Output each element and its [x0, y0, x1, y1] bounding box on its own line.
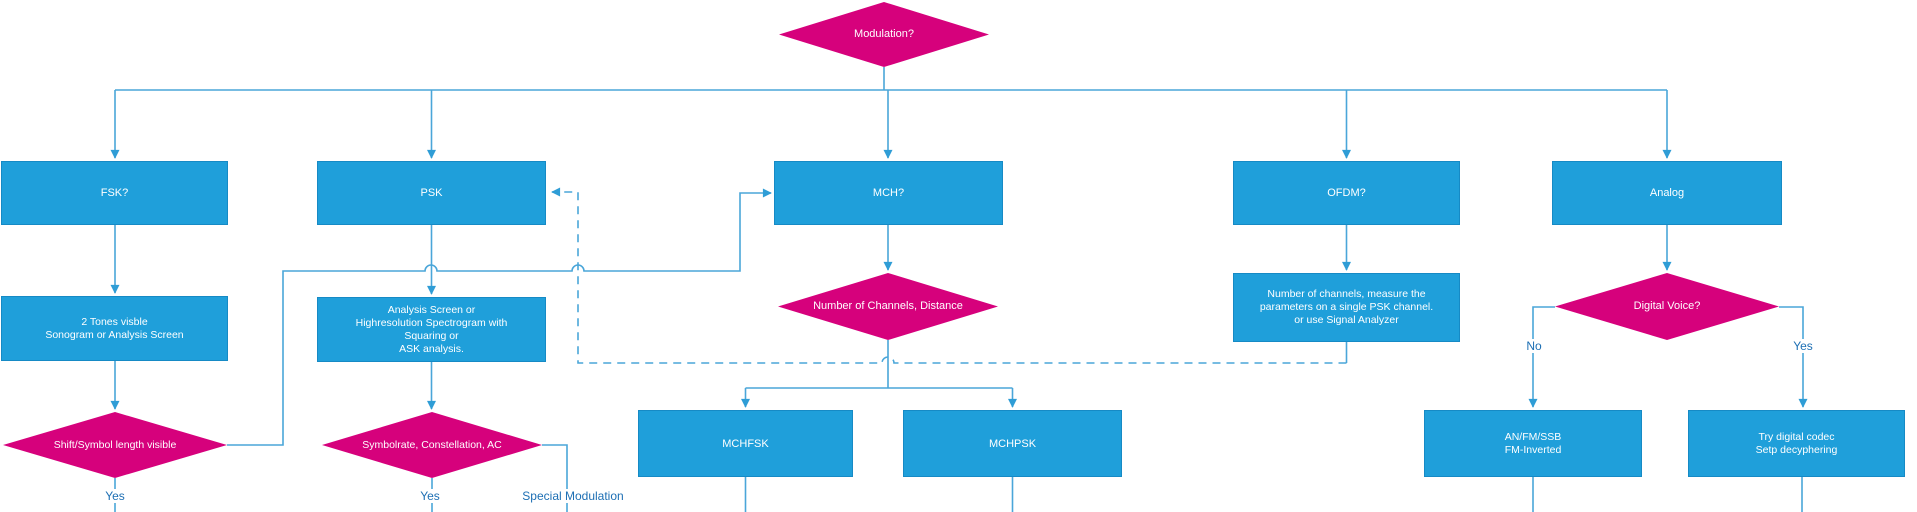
process-ofdm-label: OFDM? — [1327, 187, 1366, 199]
edge-ofdm-info-to-psk-dashed — [551, 187, 1347, 364]
process-ofdm-measure: Number of channels, measure the paramete… — [1233, 273, 1460, 342]
process-mchfsk-label: MCHFSK — [722, 437, 769, 450]
process-mchpsk-label: MCHPSK — [988, 437, 1037, 450]
edge-shift-to-mch — [227, 188, 772, 446]
process-mchfsk: MCHFSK — [638, 410, 853, 477]
edge-label-digital-voice-yes: Yes — [1790, 339, 1816, 353]
process-analog-label: Analog — [1649, 187, 1685, 199]
process-analog: Analog — [1552, 161, 1782, 225]
process-an-fm-ssb-label: AN/FM/SSB FM-Inverted — [1504, 430, 1562, 456]
process-two-tones: 2 Tones visble Sonogram or Analysis Scre… — [1, 296, 228, 361]
process-psk-analysis-label: Analysis Screen or Highresolution Spectr… — [355, 303, 508, 355]
process-mch-label: MCH? — [872, 187, 905, 199]
process-an-fm-ssb: AN/FM/SSB FM-Inverted — [1424, 410, 1642, 477]
edge-label-special-modulation: Special Modulation — [519, 489, 627, 503]
process-mchpsk: MCHPSK — [903, 410, 1122, 477]
edge-dv-yes-to-codec — [1779, 306, 1808, 408]
process-ofdm-measure-label: Number of channels, measure the paramete… — [1259, 288, 1434, 326]
process-mch: MCH? — [774, 161, 1003, 225]
decision-symbolrate-constellation-label: Symbolrate, Constellation, AC — [362, 438, 502, 451]
process-fsk-label: FSK? — [100, 187, 129, 199]
edge-dv-no-to-anfm — [1528, 306, 1555, 408]
process-try-digital-codec-label: Try digital codec Setp decyphering — [1755, 430, 1838, 456]
edge-label-shift-yes: Yes — [102, 489, 128, 503]
process-psk-label: PSK — [420, 187, 443, 199]
process-two-tones-label: 2 Tones visble Sonogram or Analysis Scre… — [45, 315, 184, 341]
process-psk-analysis: Analysis Screen or Highresolution Spectr… — [317, 297, 546, 362]
decision-modulation-label: Modulation? — [854, 28, 914, 40]
process-ofdm: OFDM? — [1233, 161, 1460, 225]
decision-shift-symbol-length-label: Shift/Symbol length visible — [53, 438, 177, 451]
process-fsk: FSK? — [1, 161, 228, 225]
process-psk: PSK — [317, 161, 546, 225]
edge-label-digital-voice-no: No — [1523, 339, 1545, 353]
decision-number-of-channels-label: Number of Channels, Distance — [813, 300, 963, 312]
decision-digital-voice-label: Digital Voice? — [1633, 300, 1701, 312]
process-try-digital-codec: Try digital codec Setp decyphering — [1688, 410, 1905, 477]
edge-label-symbolrate-yes: Yes — [417, 489, 443, 503]
